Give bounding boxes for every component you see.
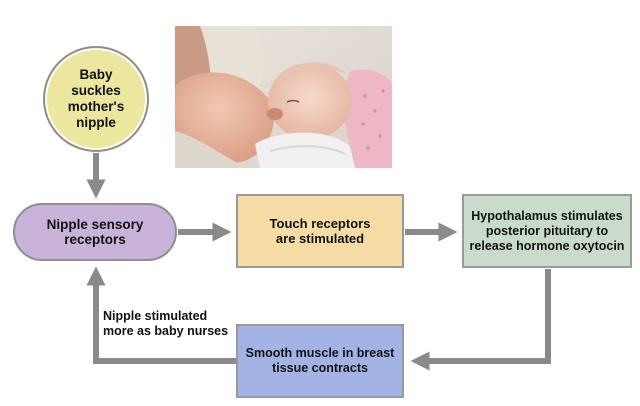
node-hypothalamus: Hypothalamus stimulates posterior pituit…	[462, 194, 632, 268]
feedback-label: Nipple stimulated more as baby nurses	[103, 309, 229, 338]
node-smooth-muscle-text: Smooth muscle in breast tissue contracts	[245, 346, 395, 375]
node-hypothalamus-text: Hypothalamus stimulates posterior pituit…	[469, 208, 625, 253]
arrow-hypothalamus-to-smooth-muscle	[410, 269, 551, 371]
node-baby-suckles: Baby suckles mother's nipple	[43, 46, 149, 152]
nursing-baby-photo	[175, 26, 392, 168]
node-smooth-muscle: Smooth muscle in breast tissue contracts	[236, 324, 404, 398]
node-nipple-sensory-receptors: Nipple sensory receptors	[13, 203, 177, 261]
node-baby-suckles-text: Baby suckles mother's nipple	[67, 67, 125, 130]
arrow-smooth-muscle-to-receptors	[86, 266, 236, 364]
node-touch-text: Touch receptors are stimulated	[269, 216, 371, 246]
node-receptors-text: Nipple sensory receptors	[46, 217, 144, 247]
node-touch-receptors: Touch receptors are stimulated	[236, 194, 404, 268]
